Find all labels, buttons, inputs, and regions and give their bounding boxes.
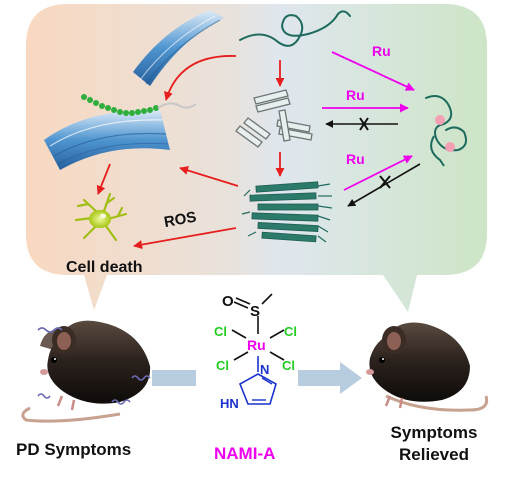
chloride-atom: Cl [282, 358, 295, 373]
pd-symptoms-label: PD Symptoms [16, 440, 131, 459]
blocked-fibrillation-arrow [347, 163, 421, 207]
drug-name-label: NAMI-A [214, 444, 275, 463]
monomer-to-membrane-arrow [164, 55, 237, 101]
ru-lower-label: Ru [346, 151, 365, 167]
protein-bead-chain [81, 94, 159, 116]
block-cross-icon [359, 117, 369, 131]
imidazole-ring [238, 373, 277, 405]
symptoms-relieved-line1: Symptoms [391, 423, 478, 442]
ros-label: ROS [163, 209, 198, 231]
ru-bound-protein-icon [425, 95, 467, 167]
symptoms-relieved-line2: Relieved [399, 445, 469, 464]
cell-death-label: Cell death [66, 259, 142, 276]
oxygen-atom: O [222, 293, 234, 310]
left-treatment-arrow [152, 370, 196, 386]
chloride-atom: Cl [214, 324, 227, 339]
ros-arrow [133, 227, 237, 250]
fibril-to-membrane-arrow [179, 166, 239, 187]
ru-binding-site [445, 142, 455, 152]
ru-binding-site [435, 115, 445, 125]
nitrogen-atom: N [260, 362, 269, 377]
mechanism-panel [26, 4, 487, 312]
treatment-arrows [152, 362, 362, 394]
nami-a-structure: O S Ru Cl Cl Cl Cl N HN [214, 293, 297, 411]
tremor-lines-icon [37, 327, 151, 405]
cell-membrane-top [133, 10, 224, 86]
chloride-atom: Cl [284, 324, 297, 339]
ru-top-arrow [331, 51, 415, 91]
ru-middle-label: Ru [346, 87, 365, 103]
sulfur-atom: S [250, 303, 260, 320]
chloride-atom: Cl [216, 358, 229, 373]
ru-lower-arrow [343, 155, 413, 191]
pd-mouse-icon [21, 320, 151, 423]
blocked-arrows [325, 117, 421, 207]
protein-monomer-icon [239, 10, 351, 47]
neuron-icon [74, 192, 128, 242]
right-treatment-arrow [298, 362, 362, 394]
imidazole-nh: HN [220, 396, 239, 411]
protein-oligomer-icon [235, 89, 313, 148]
cell-membrane-disrupted [44, 94, 197, 170]
block-cross-icon [379, 175, 391, 189]
protein-fibril-icon [241, 181, 333, 243]
ru-top-label: Ru [372, 43, 391, 59]
red-pathway-arrows [96, 55, 285, 250]
ruthenium-atom: Ru [247, 337, 266, 353]
ru-arrows [322, 51, 415, 191]
healthy-mouse-icon [366, 322, 489, 412]
membrane-to-neuron-arrow [96, 163, 111, 195]
